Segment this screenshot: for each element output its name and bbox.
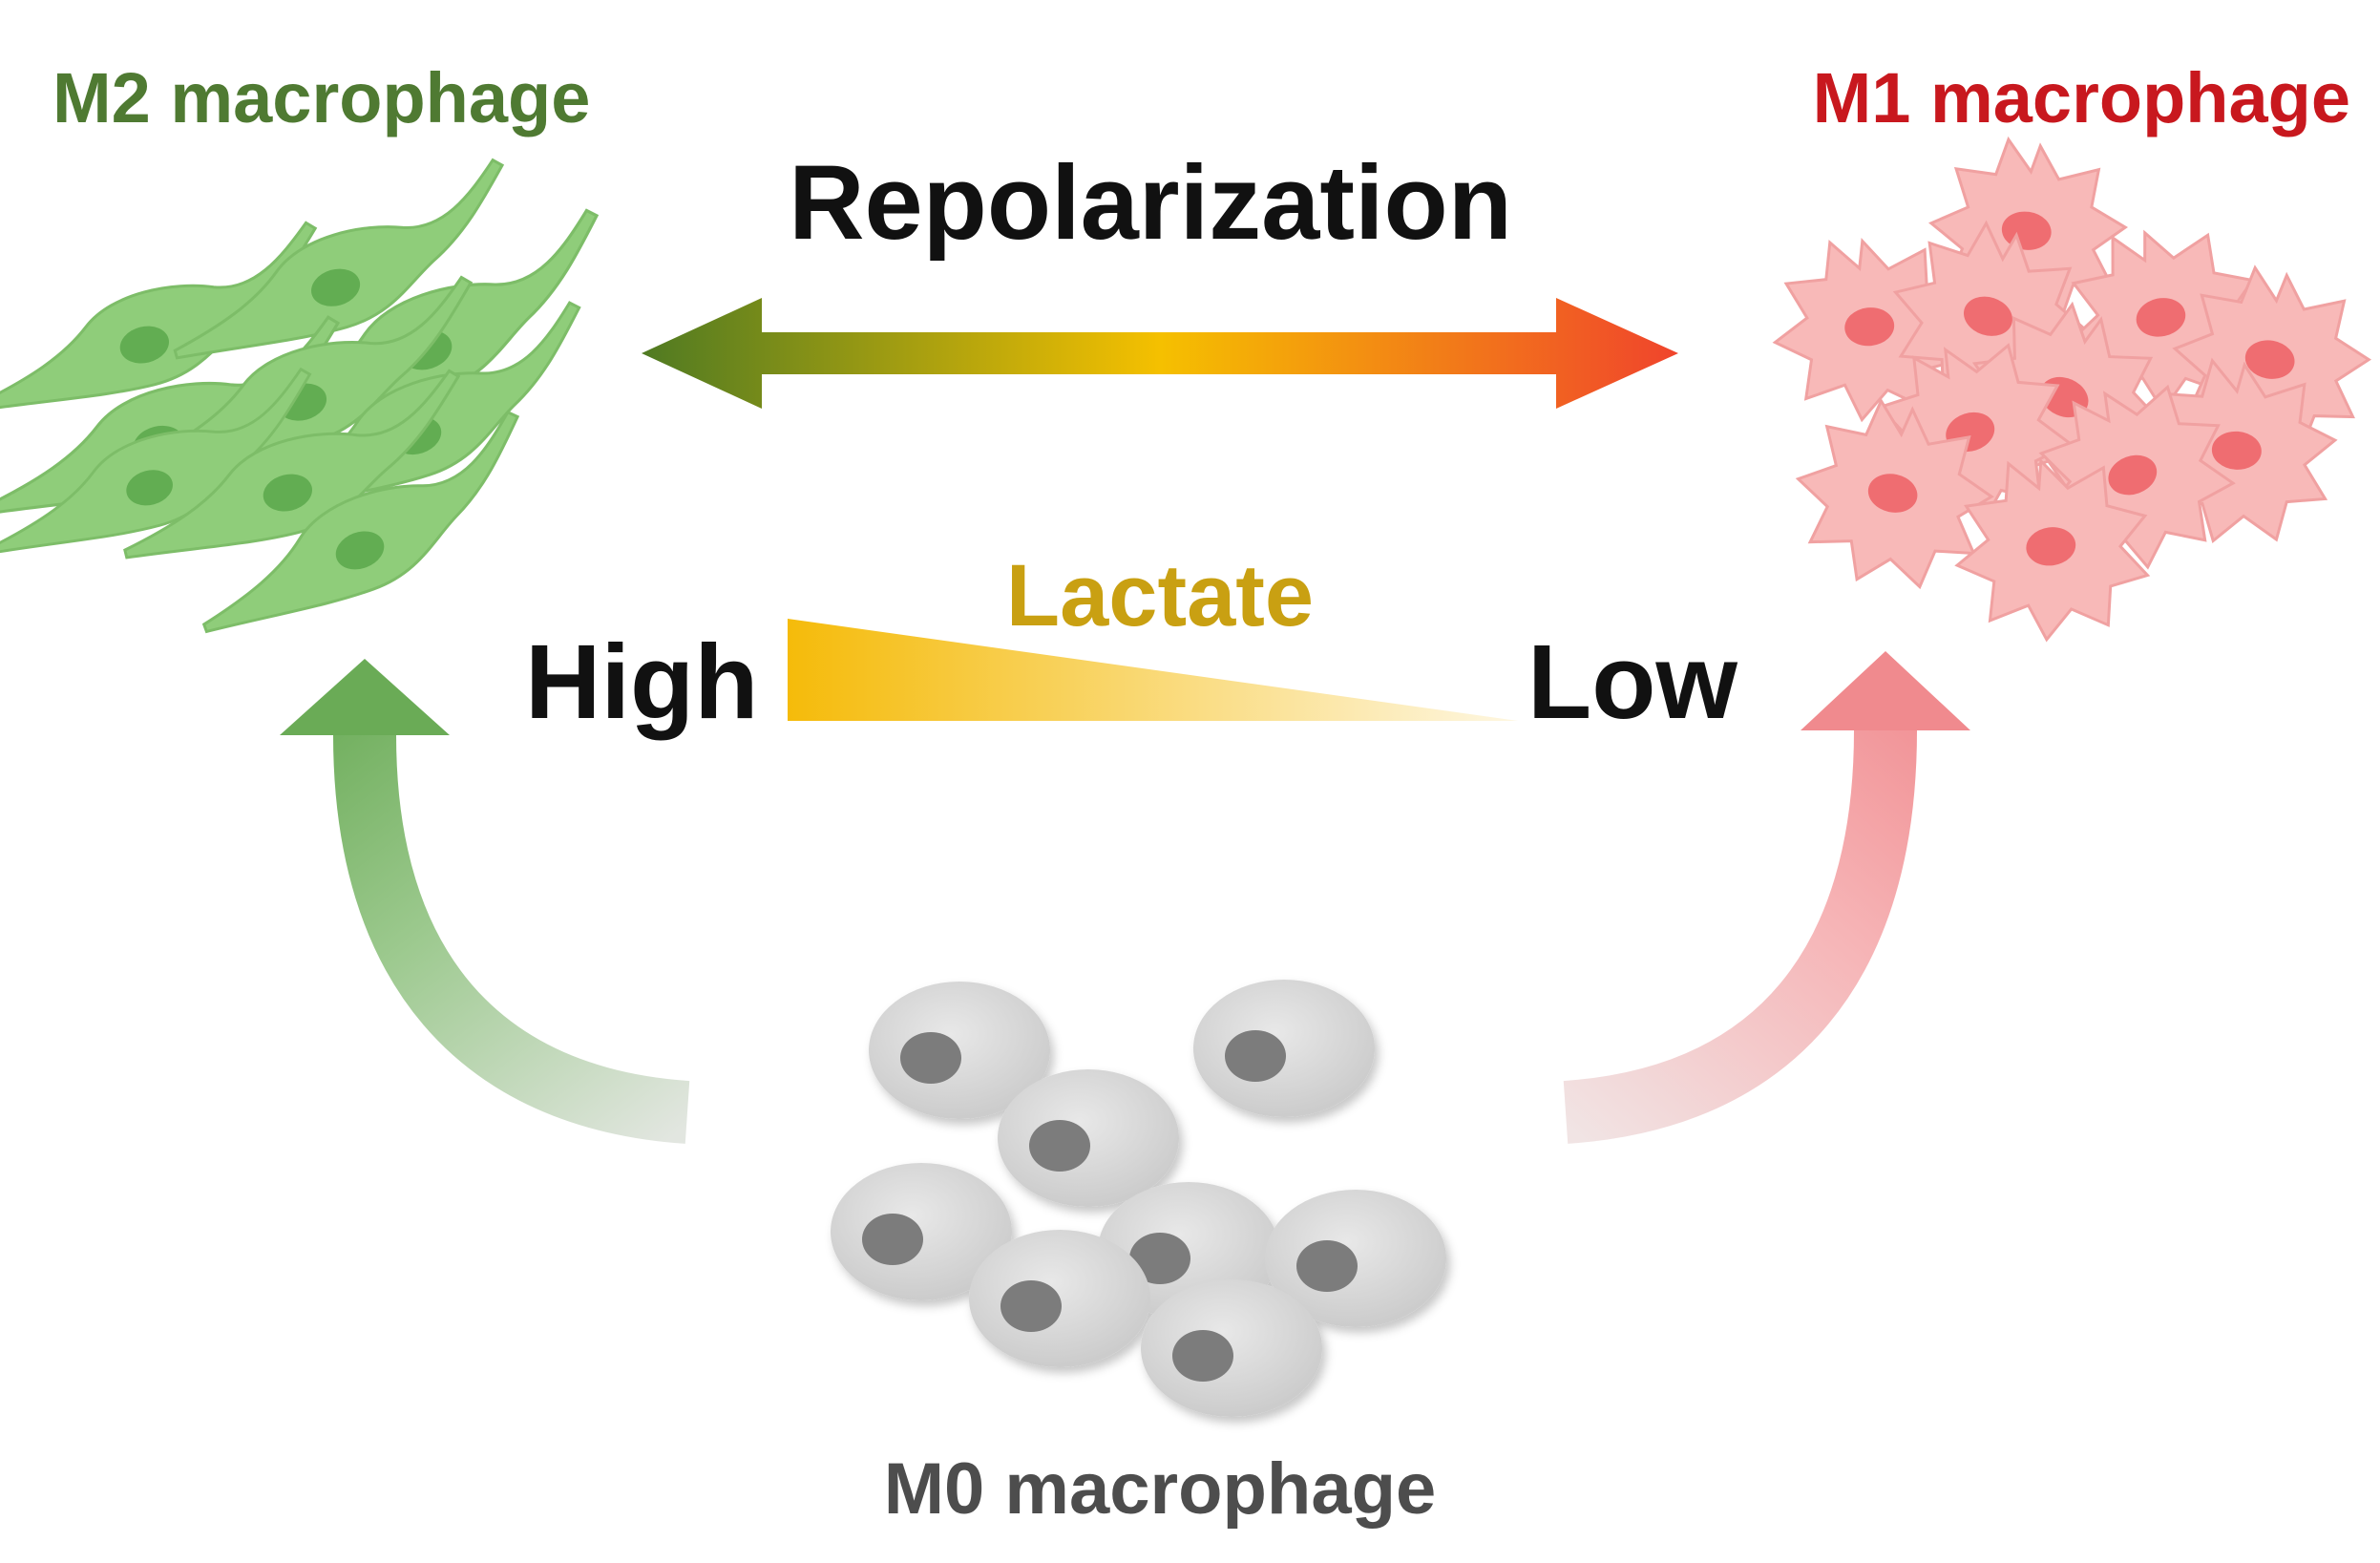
repolarization-label: Repolarization bbox=[789, 144, 1512, 262]
lactate-label: Lactate bbox=[1006, 547, 1314, 644]
high-label: High bbox=[525, 623, 758, 741]
curved-arrow-up-icon bbox=[1563, 651, 1970, 1144]
m2-macrophage-label: M2 macrophage bbox=[53, 58, 590, 137]
low-label: Low bbox=[1527, 623, 1738, 741]
m0-macrophage-cells bbox=[831, 980, 1446, 1417]
m2-macrophage-cells bbox=[0, 156, 635, 649]
m1-macrophage-label: M1 macrophage bbox=[1813, 58, 2350, 137]
m1-macrophage-cells bbox=[1763, 129, 2380, 652]
m0-macrophage-label: M0 macrophage bbox=[884, 1448, 1437, 1530]
bidirectional-arrow-icon bbox=[642, 298, 1678, 409]
curved-arrow-up-icon bbox=[280, 659, 690, 1144]
lactate-gradient-wedge-icon bbox=[788, 619, 1518, 721]
